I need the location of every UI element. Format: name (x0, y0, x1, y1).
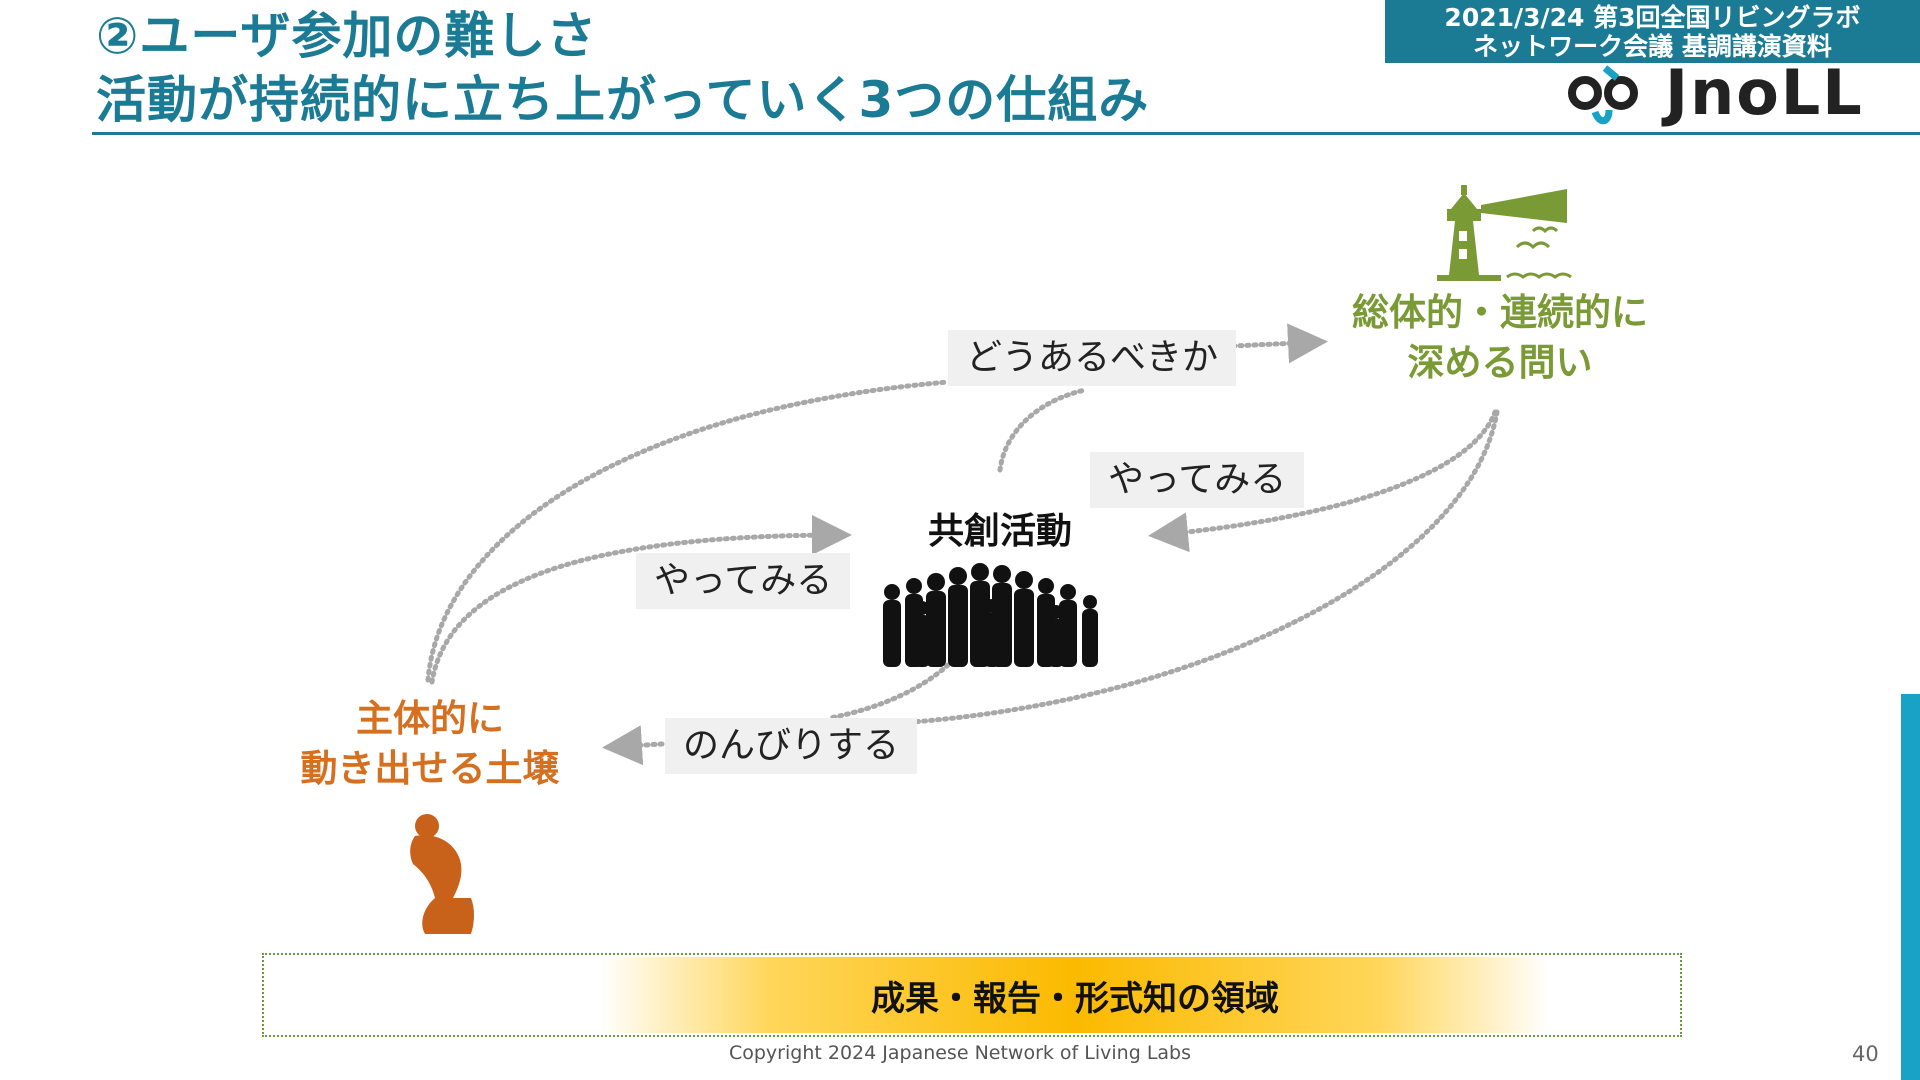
arrow-relax-to-foundation (602, 725, 665, 766)
logo-mark-icon (1568, 65, 1638, 125)
title-underline (92, 132, 1920, 135)
outcome-area-band: 成果・報告・形式知の領域 (600, 957, 1550, 1033)
event-banner-line-1: 2021/3/24 第3回全国リビングラボ (1444, 2, 1861, 32)
arrow-question-to-inquiry (1230, 323, 1328, 364)
title-line-2: 活動が持続的に立ち上がっていく3つの仕組み (96, 71, 1150, 129)
node-cocreation: 共創活動 (927, 511, 1072, 552)
event-banner: 2021/3/24 第3回全国リビングラボ ネットワーク会議 基調講演資料 (1385, 0, 1920, 63)
label-try-right: やってみる (1090, 452, 1305, 508)
crowd-icon (883, 563, 1098, 667)
jnoll-logo: JnoLL (1565, 60, 1915, 126)
arrow-foundation-to-question (425, 379, 951, 683)
arrow-cocreation-to-relax (827, 662, 951, 721)
logo-text: JnoLL (1665, 56, 1864, 129)
arrow-inquiry-to-relax (909, 409, 1500, 725)
label-how-should: どうあるべきか (948, 330, 1237, 386)
arrow-cocreation-to-question (997, 387, 1088, 473)
title-line-1: ②ユーザ参加の難しさ (96, 7, 598, 65)
label-relax: のんびりする (665, 718, 918, 774)
lighthouse-icon (1437, 185, 1572, 281)
copyright-text: Copyright 2024 Japanese Network of Livin… (728, 1042, 1192, 1064)
node-foundation: 主体的に 動き出せる土壌 (300, 697, 560, 790)
outcome-area-label: 成果・報告・形式知の領域 (871, 978, 1279, 1019)
arrow-inquiry-to-cocreation (1148, 409, 1498, 553)
event-banner-line-2: ネットワーク会議 基調講演資料 (1473, 31, 1832, 61)
label-try-left: やってみる (636, 553, 851, 609)
accent-side-bar (1901, 694, 1920, 1080)
slide-title: ②ユーザ参加の難しさ 活動が持続的に立ち上がっていく3つの仕組み (96, 4, 1149, 132)
outcome-area-frame (262, 953, 1682, 1037)
arrow-foundation-to-cocreation (429, 515, 852, 685)
page-number: 40 (1852, 1042, 1879, 1066)
thinker-icon (410, 814, 474, 934)
node-inquiry: 総体的・連続的に 深める問い (1352, 291, 1648, 384)
